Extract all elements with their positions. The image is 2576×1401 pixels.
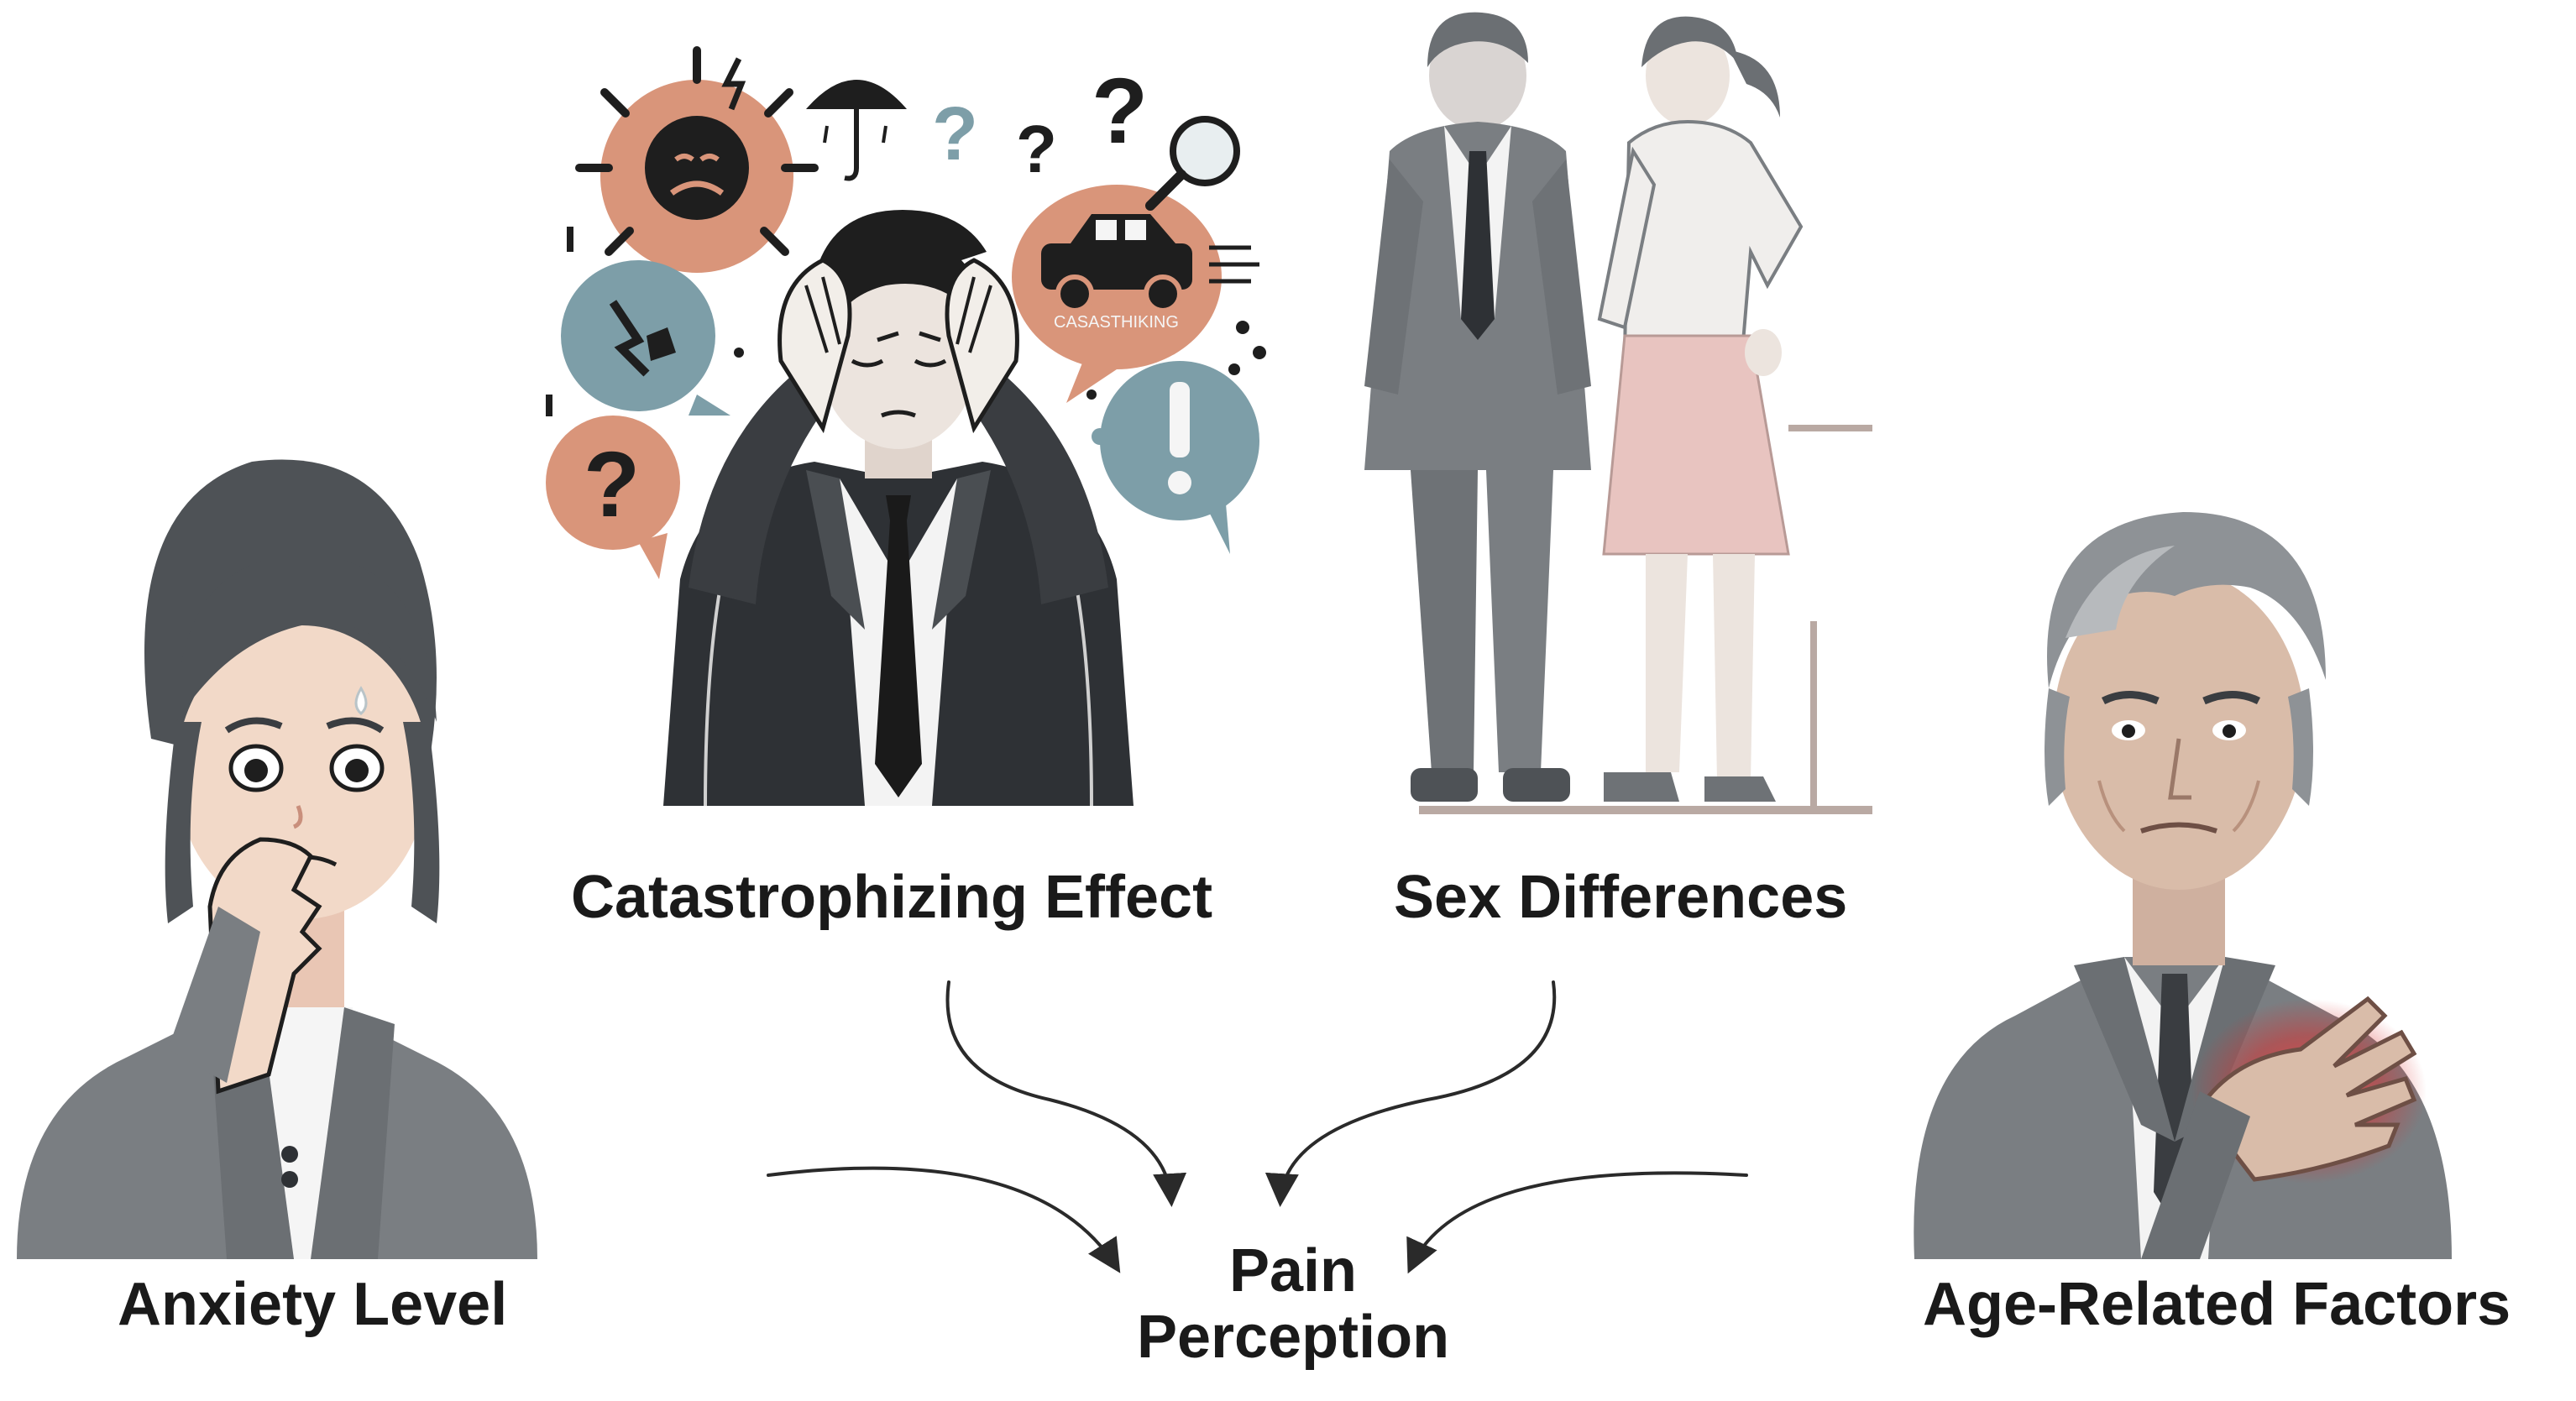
anxiety-level-label: Anxiety Level [118, 1271, 508, 1338]
age-related-illustration [1914, 512, 2452, 1259]
question-mark-icon: ? [1016, 112, 1057, 186]
umbrella-icon [806, 80, 907, 181]
sex-differences-label: Sex Differences [1394, 864, 1848, 931]
man-figure [1364, 12, 1591, 802]
arrows [767, 980, 1748, 1274]
woman-figure [1597, 16, 1804, 802]
sad-face-icon [575, 46, 819, 273]
svg-text:?: ? [584, 433, 640, 536]
question-mark-icon: ? [932, 92, 978, 176]
worried-eyes-icon [224, 717, 385, 792]
age-related-factors-label: Age-Related Factors [1923, 1271, 2511, 1338]
pain-perception-label: Pain Perception [1083, 1237, 1503, 1372]
stressed-man-figure [663, 210, 1134, 807]
catastrophizing-illustration: ? ? ? CASASTHIKING [546, 46, 1266, 807]
question-mark-icon: ? [1092, 60, 1148, 163]
arrow-age-to-pain [1406, 1171, 1748, 1274]
pain-perception-line1: Pain [1228, 1237, 1358, 1304]
arrow-anxiety-to-pain [767, 1166, 1121, 1273]
catastrophizing-effect-label: Catastrophizing Effect [571, 864, 1213, 931]
pain-perception-line2: Perception [1136, 1304, 1450, 1372]
car-sign-text: CASASTHIKING [1054, 313, 1179, 332]
broken-heart-bubble-icon [561, 260, 730, 416]
anxiety-illustration [17, 459, 537, 1259]
exclamation-bubble-icon [1100, 361, 1259, 554]
arrow-sex-to-pain [1264, 980, 1557, 1207]
car-bubble-icon: CASASTHIKING [1012, 116, 1259, 403]
sex-differences-illustration [1364, 12, 1872, 814]
arrow-catastrophizing-to-pain [945, 980, 1187, 1207]
question-bubble-icon: ? [546, 416, 680, 579]
